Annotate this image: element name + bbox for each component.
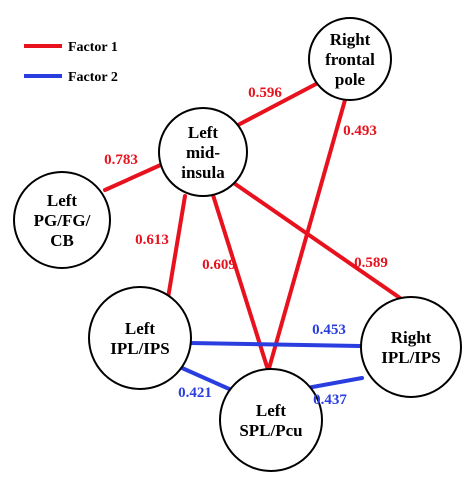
node-label-left-spl-pcu-1: SPL/Pcu <box>239 421 302 440</box>
edge-label-e1: 0.596 <box>248 85 282 101</box>
edge-left-mid-insula-left-pg-fg-cb <box>103 161 167 192</box>
node-circle-left-ipl-ips <box>88 286 192 390</box>
node-label-left-mid-insula-1: mid- <box>186 143 220 162</box>
node-circle-left-spl-pcu <box>219 368 323 472</box>
legend-label-f2: Factor 2 <box>68 70 118 85</box>
node-circle-left-mid-insula <box>158 107 248 197</box>
edge-label-e9: 0.437 <box>313 392 347 408</box>
edge-label-e5: 0.609 <box>202 257 236 273</box>
node-label-right-ipl-ips-0: Right <box>391 328 432 347</box>
node-label-left-ipl-ips-1: IPL/IPS <box>110 339 170 358</box>
node-label-right-frontal-pole-1: frontal <box>325 50 375 69</box>
edge-left-mid-insula-right-ipl-ips <box>226 177 402 300</box>
edge-left-mid-insula-left-ipl-ips <box>166 194 187 300</box>
node-circle-right-frontal-pole <box>308 17 392 101</box>
node-label-left-mid-insula-0: Left <box>188 123 219 142</box>
node-label-right-ipl-ips-1: IPL/IPS <box>381 348 441 367</box>
legend-label-f1: Factor 1 <box>68 40 118 55</box>
edge-left-ipl-ips-right-ipl-ips <box>188 341 362 348</box>
edge-label-e2: 0.493 <box>343 123 377 139</box>
legend-item-f1: Factor 1 <box>24 40 118 55</box>
edge-label-e4: 0.613 <box>135 232 169 248</box>
node-label-right-frontal-pole-2: pole <box>335 70 366 89</box>
node-label-left-pg-fg-cb-2: CB <box>50 231 74 250</box>
node-circle-left-pg-fg-cb <box>13 171 111 269</box>
edge-left-spl-pcu-right-ipl-ips <box>305 376 364 390</box>
nodes: RightfrontalpoleLeftmid-insulaLeftPG/FG/… <box>13 17 462 472</box>
node-label-right-frontal-pole-0: Right <box>330 30 371 49</box>
node-circle-right-ipl-ips <box>360 296 462 398</box>
node-label-left-mid-insula-2: insula <box>181 163 225 182</box>
edge-label-e6: 0.589 <box>354 255 388 271</box>
legend: Factor 1 Factor 2 <box>24 40 118 85</box>
edge-label-e3: 0.783 <box>104 152 138 168</box>
edge-label-e7: 0.453 <box>312 322 346 338</box>
node-label-left-pg-fg-cb-0: Left <box>47 191 78 210</box>
node-label-left-spl-pcu-0: Left <box>256 401 287 420</box>
legend-item-f2: Factor 2 <box>24 70 118 85</box>
edge-left-mid-insula-left-spl-pcu <box>211 193 270 372</box>
node-label-left-pg-fg-cb-1: PG/FG/ <box>34 211 91 230</box>
edge-right-frontal-pole-left-spl-pcu <box>266 98 347 374</box>
edge-label-e8: 0.421 <box>178 385 212 401</box>
edge-left-mid-insula-right-frontal-pole <box>236 82 318 127</box>
edge-left-ipl-ips-left-spl-pcu <box>180 366 238 394</box>
node-label-left-ipl-ips-0: Left <box>125 319 156 338</box>
edge-labels: 0.596 0.493 0.783 0.613 0.609 0.589 0.453 0.421… <box>104 85 388 408</box>
edges <box>103 82 402 394</box>
